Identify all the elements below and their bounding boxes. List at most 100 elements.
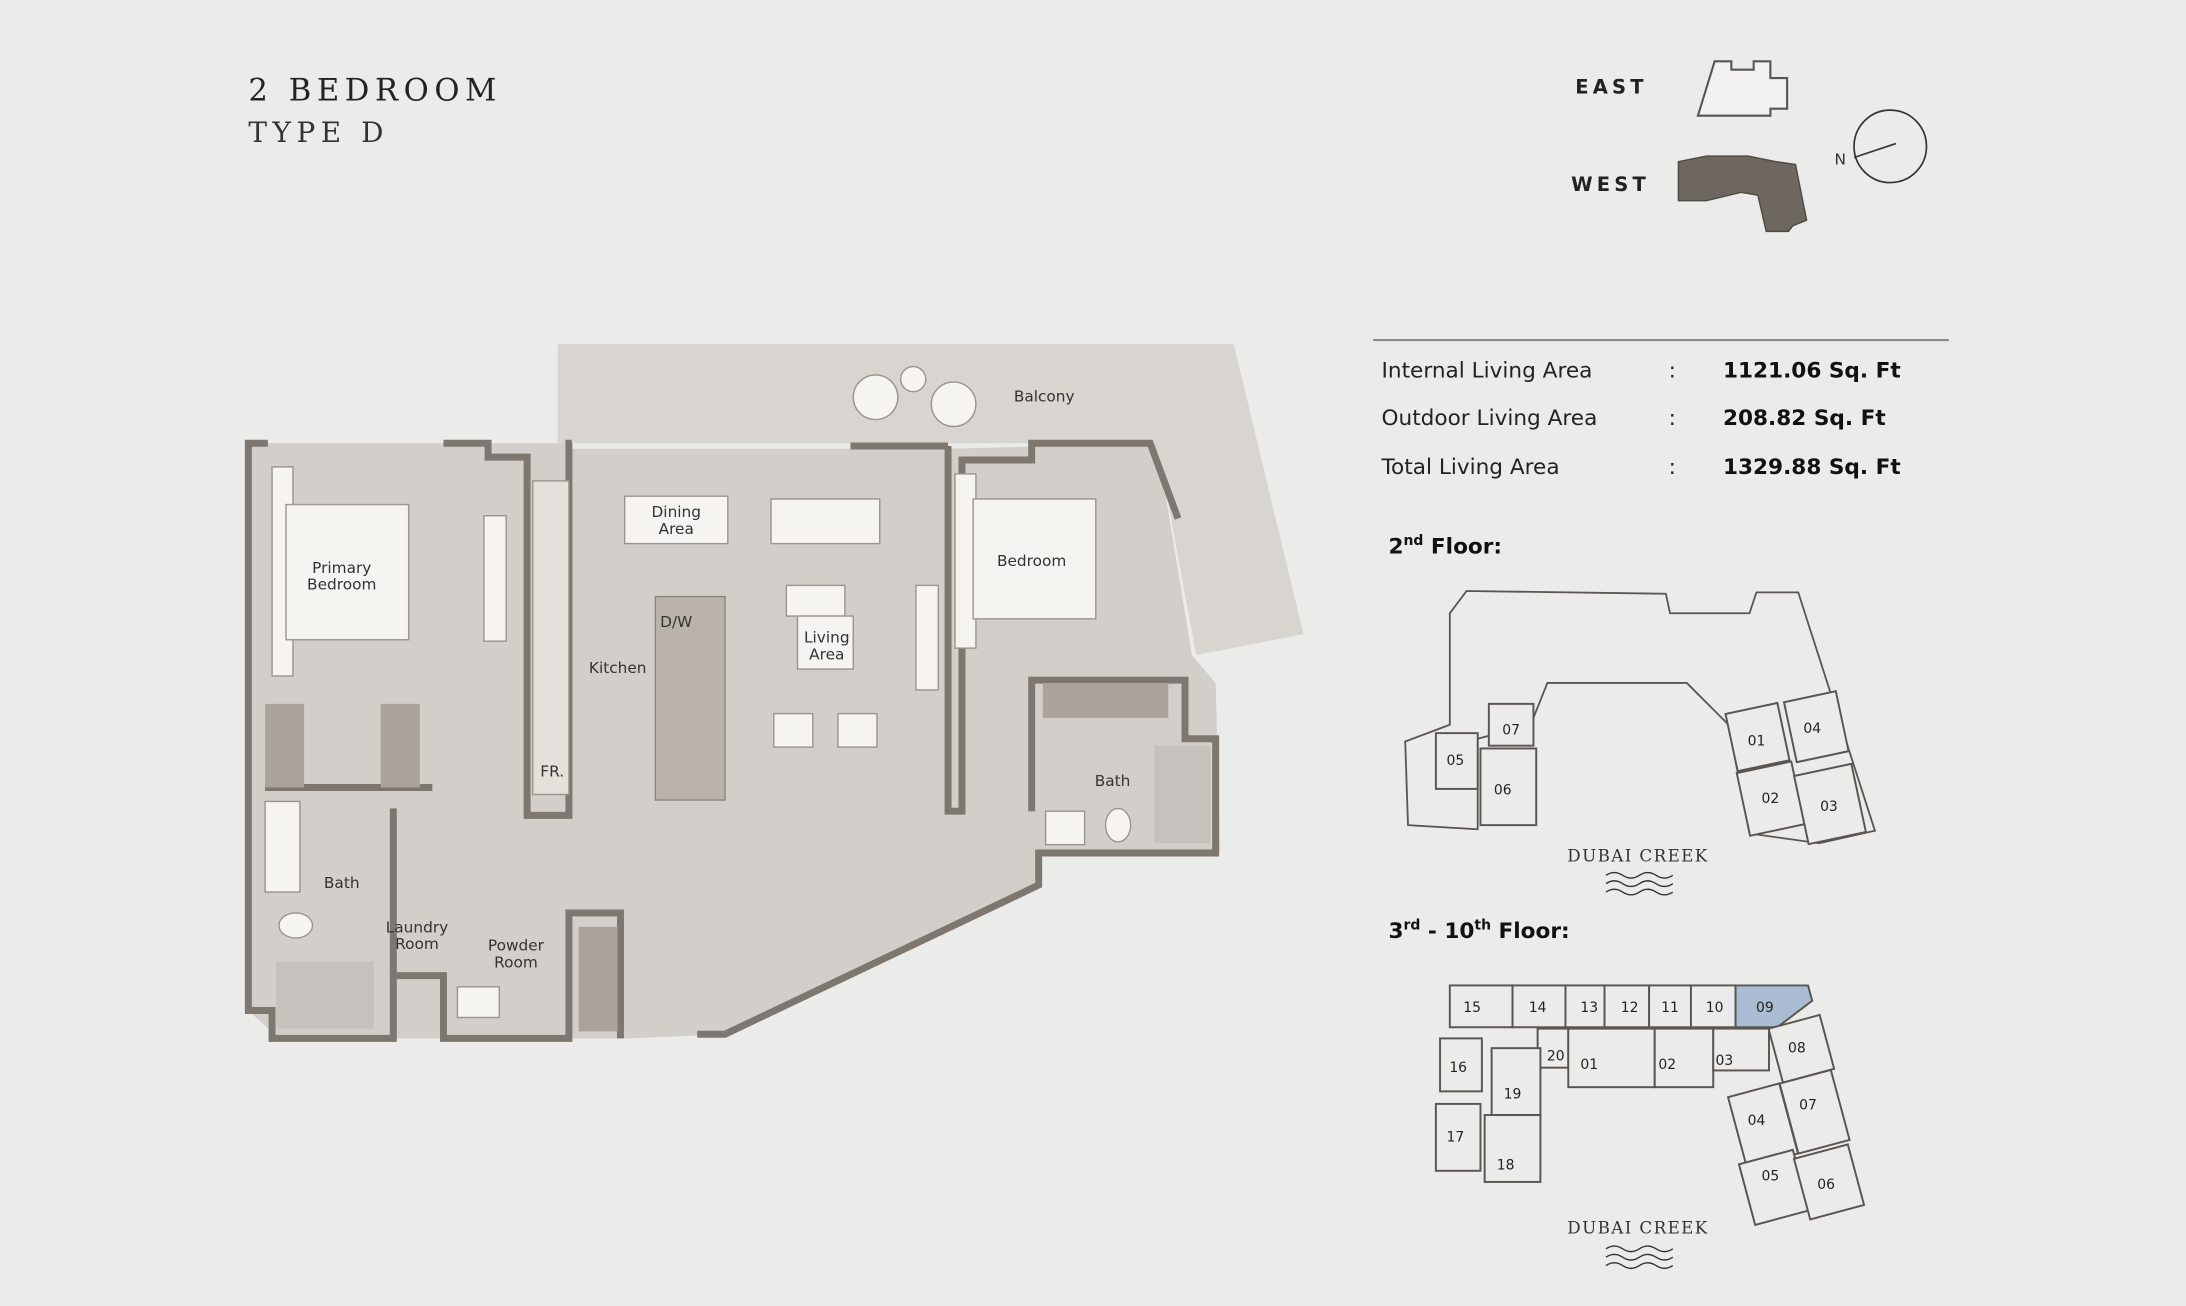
unit [1434,732,1479,790]
wall [944,439,1182,815]
unit-highlighted [1734,984,1814,1029]
kitchen-island [654,595,726,801]
unit [1778,1068,1851,1155]
east-label: EAST [1575,75,1647,98]
unit-label: 06 [1494,782,1512,798]
room-label: D/W [660,613,692,631]
plan-title: 2 BEDROOM [248,73,502,108]
tv-unit [796,615,854,670]
unit [1536,1027,1570,1069]
closet [380,703,420,788]
unit-label: 05 [1762,1169,1780,1185]
unit-label: 09 [1756,1000,1774,1016]
unit [1511,984,1567,1029]
west-tower-icon [1677,155,1808,233]
room-label: FR. [540,762,564,780]
north-compass-icon: N [1835,109,1928,184]
primary-bed [285,503,410,641]
unit-label: 20 [1547,1049,1565,1065]
unit-label: 03 [1820,799,1838,815]
unit-floor-plan: Primary Bedroom Bath Laundry Room Powder… [244,344,1304,1042]
unit [1487,702,1535,747]
unit-label: 04 [1748,1113,1766,1129]
unit [1483,1114,1542,1183]
unit-label: 18 [1497,1157,1515,1173]
balcony-chair [852,374,899,421]
unit-label: 07 [1799,1097,1817,1113]
vanity [1044,810,1086,846]
armchair [837,712,878,748]
key-plan-3rd-10th: 15 14 13 12 11 10 09 08 16 20 01 02 03 1… [1434,984,1866,1227]
unit [1653,1027,1715,1089]
unit [1564,984,1606,1029]
shower [1154,745,1211,844]
room-label: Room [395,935,439,953]
area-row: Internal Living Area : 1121.06 Sq. Ft [1382,359,1901,384]
area-label: Internal Living Area [1382,359,1593,384]
room-label: Area [659,520,694,538]
unit [1479,747,1538,827]
unit-label: 06 [1817,1177,1835,1193]
room-label: Balcony [1014,387,1075,405]
dubai-creek-label: DUBAI CREEK [1567,845,1708,865]
room-label: Laundry [386,918,448,936]
north-label: N [1835,150,1846,168]
closet [578,926,618,1032]
area-value: 1121.06 Sq. Ft [1723,359,1901,384]
kitchen-counter [531,480,570,796]
unit-label: 08 [1788,1040,1806,1056]
unit [1712,1027,1770,1072]
powder-sink [456,986,500,1019]
unit-label: 14 [1529,1000,1547,1016]
area-value: 1329.88 Sq. Ft [1723,455,1901,480]
wardrobe [915,584,939,691]
room-label: Bath [324,874,360,892]
balcony-area [557,344,1304,656]
unit [1434,1102,1482,1172]
unit-label: 19 [1504,1086,1522,1102]
unit-label: 01 [1580,1057,1598,1073]
room-label: Kitchen [589,659,647,677]
unit-label: 12 [1621,1000,1639,1016]
unit-label: 02 [1762,791,1780,807]
key-plan-2nd: 05 07 06 01 04 02 03 [1404,590,1877,846]
unit [1439,1037,1483,1093]
wall [697,676,1220,1038]
key-plan-2nd-title: 2nd Floor: [1388,533,1502,559]
unit-label: 07 [1502,723,1520,739]
unit-label: 16 [1449,1060,1467,1076]
unit [1792,1143,1866,1221]
room-label: Bedroom [307,576,376,594]
closet [265,703,305,788]
unit-label: 17 [1447,1130,1465,1146]
unit-label: 13 [1580,1000,1598,1016]
room-label: Area [809,645,844,663]
unit [1490,1047,1542,1117]
unit [1603,984,1651,1029]
area-row: Outdoor Living Area : 208.82 Sq. Ft [1382,406,1886,431]
armchair [773,712,814,748]
balcony-table [899,365,927,393]
west-label: WEST [1571,173,1650,196]
unit-label: 04 [1803,721,1821,737]
sofa [770,498,881,545]
unit [1689,984,1737,1029]
unit [1782,690,1850,764]
key-plan-3rd-title: 3rd - 10th Floor: [1388,918,1569,944]
plan-subtitle: TYPE D [248,116,389,149]
area-sep: : [1669,455,1676,480]
area-value: 208.82 Sq. Ft [1723,406,1886,431]
dubai-creek-label: DUBAI CREEK [1567,1218,1708,1238]
area-sep: : [1669,406,1676,431]
water-waves-icon [1605,1245,1674,1270]
unit-label: 05 [1447,753,1465,769]
water-waves-icon [1605,871,1674,896]
room-label: Dining [652,503,701,521]
room-label: Bedroom [997,552,1066,570]
room-label: Bath [1095,772,1131,790]
closet [1042,682,1169,718]
unit [1648,984,1692,1029]
unit-label: 15 [1463,1000,1481,1016]
unit-label: 02 [1658,1057,1676,1073]
room-label: Room [494,953,538,971]
